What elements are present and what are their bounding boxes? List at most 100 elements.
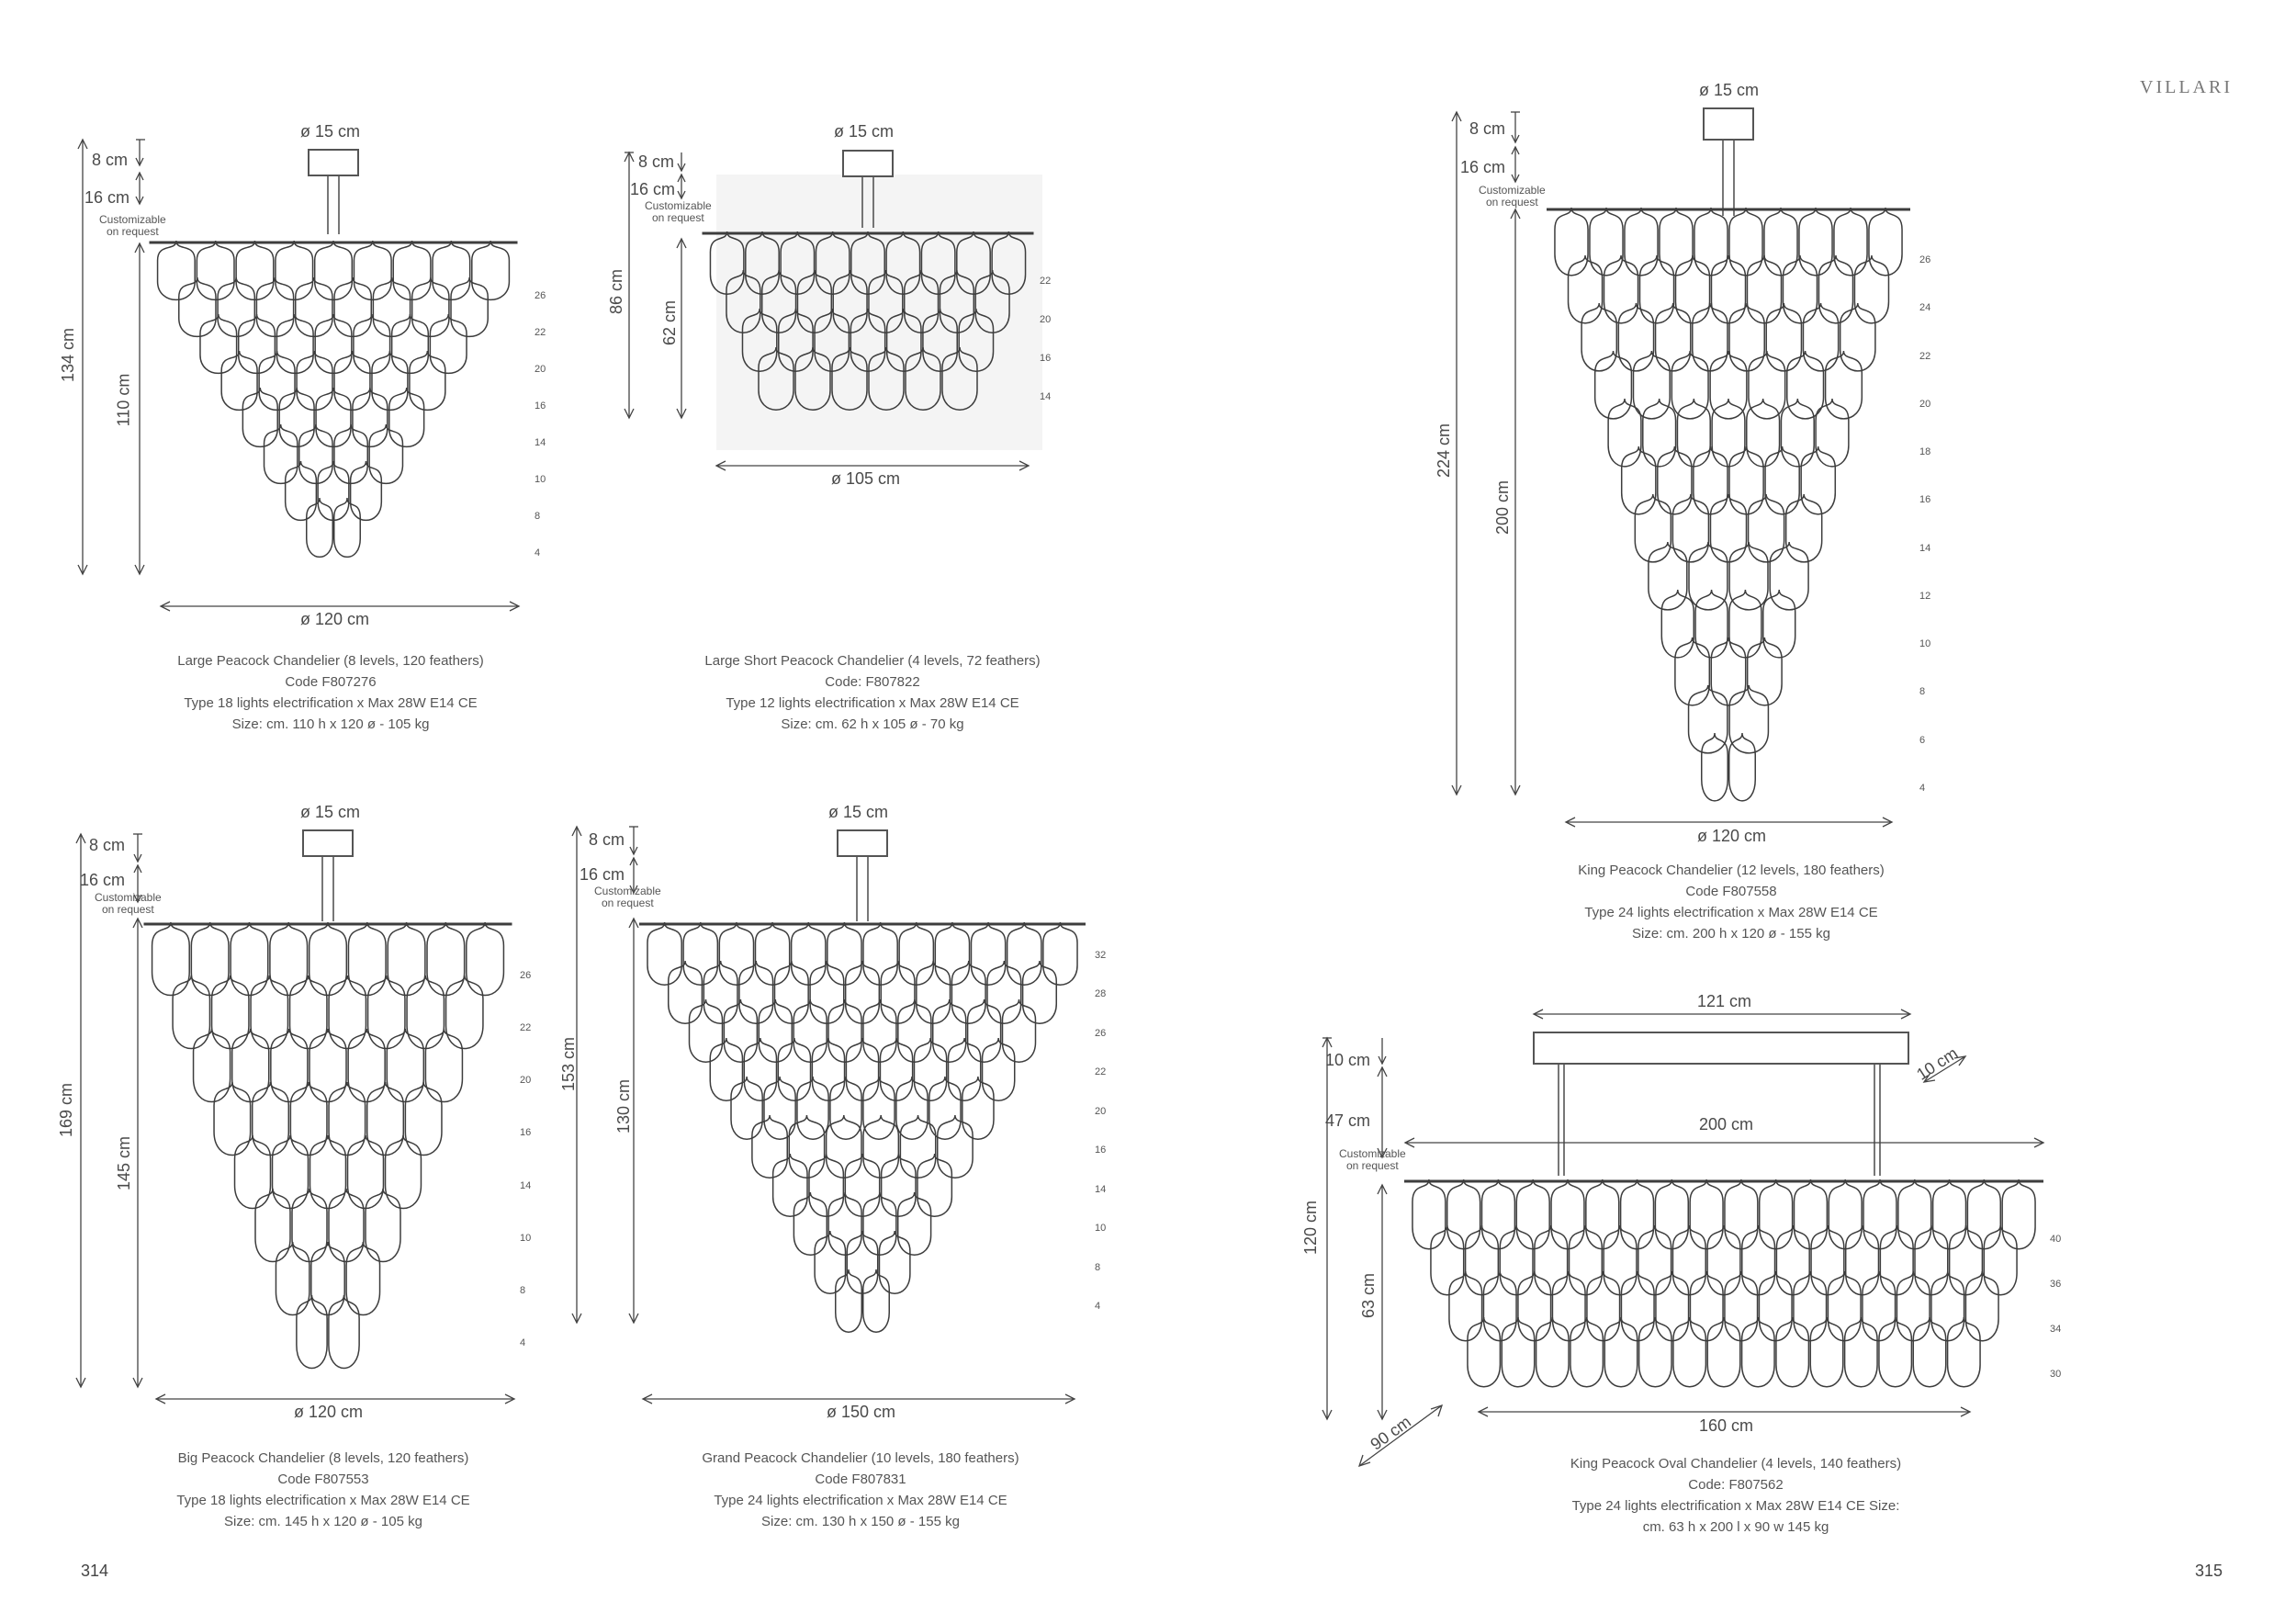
level-count-label: 18 <box>1919 446 1931 458</box>
level-count-label: 26 <box>520 970 532 981</box>
level-count-label: 30 <box>2050 1369 2062 1380</box>
level-count-label: 10 <box>535 474 546 485</box>
level-count-label: 26 <box>535 290 546 301</box>
top-diameter-label: ø 15 cm <box>300 803 361 821</box>
level-count-label: 36 <box>2050 1279 2062 1290</box>
level-count-label: 10 <box>1095 1223 1107 1235</box>
product-caption: Large Peacock Chandelier (8 levels, 120 … <box>177 653 484 732</box>
level-count-label: 20 <box>1919 398 1931 410</box>
rod-height-label: 16 cm <box>80 871 126 889</box>
level-count-label: 12 <box>1919 590 1931 602</box>
level-count-label: 22 <box>520 1022 532 1034</box>
level-count-label: 10 <box>520 1232 532 1244</box>
level-count-label: 8 <box>520 1284 526 1296</box>
body-height-label: 63 cm <box>1359 1272 1379 1319</box>
width-label: ø 120 cm <box>294 1403 364 1421</box>
level-count-label: 8 <box>1919 686 1926 698</box>
level-count-label: 16 <box>1919 494 1931 506</box>
product-caption: King Peacock Chandelier (12 levels, 180 … <box>1578 863 1885 942</box>
level-count-label: 34 <box>2050 1324 2062 1335</box>
width-label: ø 105 cm <box>831 469 901 488</box>
top-diameter-label: ø 15 cm <box>834 122 895 141</box>
grand-peacock-drawing <box>571 825 1086 1404</box>
top-diameter-label: ø 15 cm <box>1699 81 1760 99</box>
level-count-label: 8 <box>1095 1261 1101 1273</box>
level-count-label: 16 <box>520 1127 532 1139</box>
level-count-label: 4 <box>1919 783 1926 794</box>
rod-height-label: 16 cm <box>630 180 676 198</box>
rod-height-label: 16 cm <box>84 188 130 207</box>
level-count-label: 32 <box>1095 950 1107 961</box>
width-label: ø 120 cm <box>1697 827 1767 845</box>
level-count-label: 22 <box>1919 350 1931 362</box>
rod-height-label: 16 cm <box>1460 158 1506 176</box>
big-peacock-drawing <box>75 829 516 1404</box>
rod-height-label: 47 cm <box>1325 1111 1371 1130</box>
level-count-label: 16 <box>1040 353 1052 364</box>
level-count-label: 20 <box>1095 1105 1107 1117</box>
rose-height-label: 8 cm <box>589 830 625 849</box>
level-count-label: 6 <box>1919 734 1926 746</box>
level-count-label: 10 <box>1919 638 1931 650</box>
large-short-peacock-drawing <box>624 150 1042 471</box>
product-caption: Large Short Peacock Chandelier (4 levels… <box>704 653 1041 732</box>
frame-length-label: 200 cm <box>1699 1115 1754 1133</box>
level-count-label: 24 <box>1919 302 1931 314</box>
page-number-left: 314 <box>81 1562 109 1580</box>
level-count-label: 22 <box>1095 1066 1107 1078</box>
product-caption: King Peacock Oval Chandelier (4 levels, … <box>1570 1456 1902 1535</box>
level-count-label: 22 <box>1040 276 1052 287</box>
level-count-label: 40 <box>2050 1234 2062 1245</box>
top-diameter-label: ø 15 cm <box>300 122 361 141</box>
level-count-label: 16 <box>535 400 546 412</box>
level-count-label: 14 <box>1095 1183 1107 1195</box>
width-label: ø 150 cm <box>827 1403 896 1421</box>
total-height-label: 120 cm <box>1301 1200 1321 1256</box>
large-peacock-drawing <box>77 138 521 612</box>
level-count-label: 26 <box>1095 1027 1107 1039</box>
level-count-label: 26 <box>1919 254 1931 265</box>
level-count-label: 14 <box>1919 542 1931 554</box>
rose-height-label: 8 cm <box>92 151 129 169</box>
king-peacock-drawing <box>1451 107 1910 828</box>
level-count-label: 14 <box>1040 391 1052 402</box>
level-count-label: 22 <box>535 327 546 338</box>
level-count-label: 14 <box>535 437 546 448</box>
level-count-label: 14 <box>520 1179 532 1191</box>
width-label: ø 120 cm <box>300 610 370 628</box>
level-count-label: 20 <box>520 1075 532 1087</box>
page-number-right: 315 <box>2195 1562 2223 1580</box>
level-count-label: 28 <box>1095 988 1107 1000</box>
level-count-label: 16 <box>1095 1145 1107 1156</box>
level-count-label: 8 <box>535 511 541 522</box>
king-peacock-oval-drawing <box>1322 1009 2045 1468</box>
rose-height-label: 8 cm <box>89 836 126 854</box>
product-caption: Grand Peacock Chandelier (10 levels, 180… <box>702 1450 1019 1529</box>
product-caption: Big Peacock Chandelier (8 levels, 120 fe… <box>176 1450 470 1529</box>
level-count-label: 4 <box>535 547 541 558</box>
rod-height-label: 16 cm <box>580 865 625 884</box>
level-count-label: 4 <box>520 1337 526 1348</box>
top-length-label: 121 cm <box>1697 992 1752 1010</box>
rose-height-label: 8 cm <box>1469 119 1506 138</box>
top-diameter-label: ø 15 cm <box>828 803 889 821</box>
body-length-label: 160 cm <box>1699 1416 1754 1435</box>
brand-logo: VILLARI <box>2140 77 2233 97</box>
rose-height-label: 8 cm <box>638 152 675 171</box>
plate-height-label: 10 cm <box>1325 1051 1371 1069</box>
level-count-label: 4 <box>1095 1301 1101 1312</box>
level-count-label: 20 <box>535 364 546 375</box>
level-count-label: 20 <box>1040 314 1052 325</box>
